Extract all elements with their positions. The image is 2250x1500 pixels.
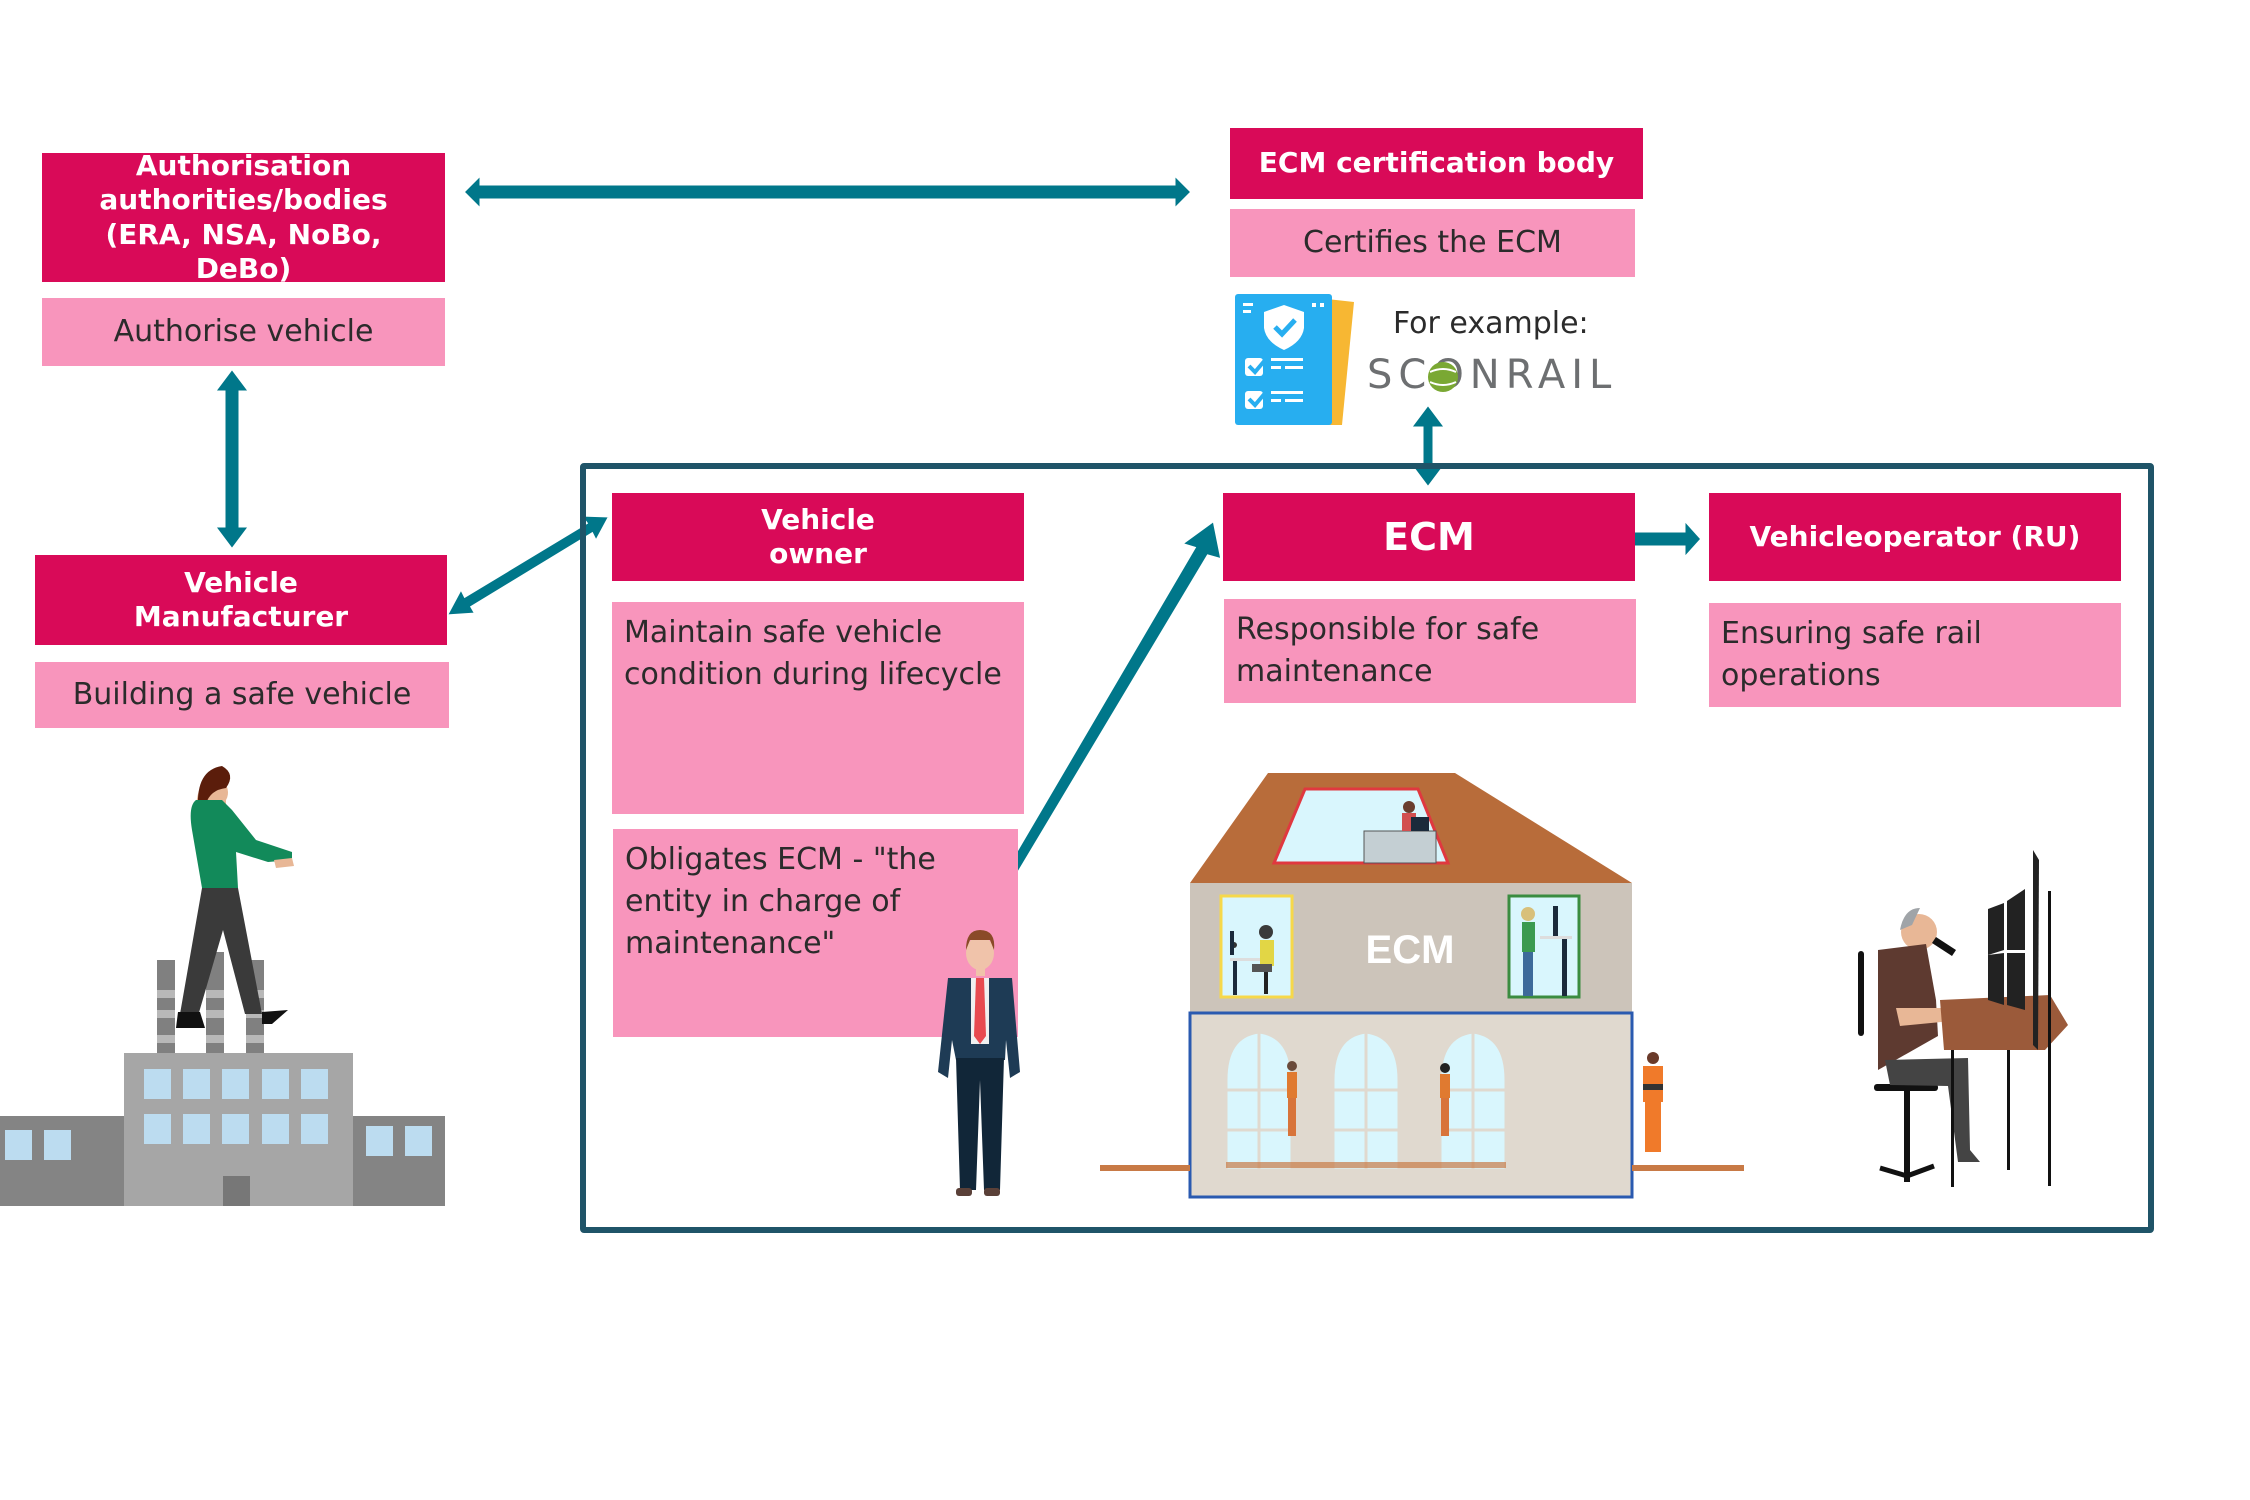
arrow-authorisation-certification (460, 170, 1195, 214)
certification-description-box: Certifies the ECM (1230, 209, 1635, 277)
ecm-description-box: Responsible for safe maintenance (1224, 599, 1636, 703)
owner-header: Vehicle owner (612, 493, 1024, 581)
manufacturer-title: Vehicle Manufacturer (133, 565, 349, 633)
arrow-authorisation-manufacturer (211, 365, 253, 553)
walking-man-figure (176, 766, 294, 1028)
rail-track (1100, 1162, 1744, 1171)
manufacturer-description-box: Building a safe vehicle (35, 662, 449, 728)
owner-description-box: Maintain safe vehicle condition during l… (612, 602, 1024, 814)
operator-header: Vehicleoperator (RU) (1709, 493, 2121, 581)
certification-description: Certifies the ECM (1303, 225, 1562, 260)
authorisation-header: Authorisation authorities/bodies (ERA, N… (42, 149, 445, 285)
ecm-title: ECM (1383, 514, 1475, 559)
manufacturer-header: Vehicle Manufacturer (35, 555, 447, 645)
sconrail-logo: SCONRAIL (1367, 352, 1618, 398)
operational-frame (580, 463, 2154, 1233)
operator-description: Ensuring safe rail operations (1721, 616, 1982, 693)
owner-obligation-box: Obligates ECM - "the entity in charge of… (613, 829, 1018, 1037)
owner-title-line1: Vehicle (761, 502, 875, 536)
certification-title: ECM certification body (1258, 146, 1615, 180)
ecm-building-label: ECM (1366, 928, 1455, 972)
ecm-description: Responsible for safe maintenance (1236, 612, 1540, 689)
operator-description-box: Ensuring safe rail operations (1709, 603, 2121, 707)
arrow-manufacturer-owner (443, 513, 613, 618)
manufacturer-description: Building a safe vehicle (72, 677, 412, 712)
workers (1287, 1052, 1663, 1152)
owner-obligation: Obligates ECM - "the entity in charge of… (625, 842, 936, 961)
owner-description: Maintain safe vehicle condition during l… (624, 615, 1002, 692)
authorisation-title: Authorisation authorities/bodies (ERA, N… (99, 149, 388, 285)
ecm-header: ECM (1223, 493, 1635, 581)
owner-title-line2: owner (769, 537, 867, 570)
operator-title: Vehicleoperator (RU) (1749, 519, 2081, 553)
certification-header: ECM certification body (1230, 128, 1643, 199)
factory-icon (0, 952, 445, 1206)
example-label: For example: (1393, 306, 1589, 341)
authorisation-description: Authorise vehicle (113, 314, 374, 349)
authorisation-description-box: Authorise vehicle (42, 298, 445, 366)
